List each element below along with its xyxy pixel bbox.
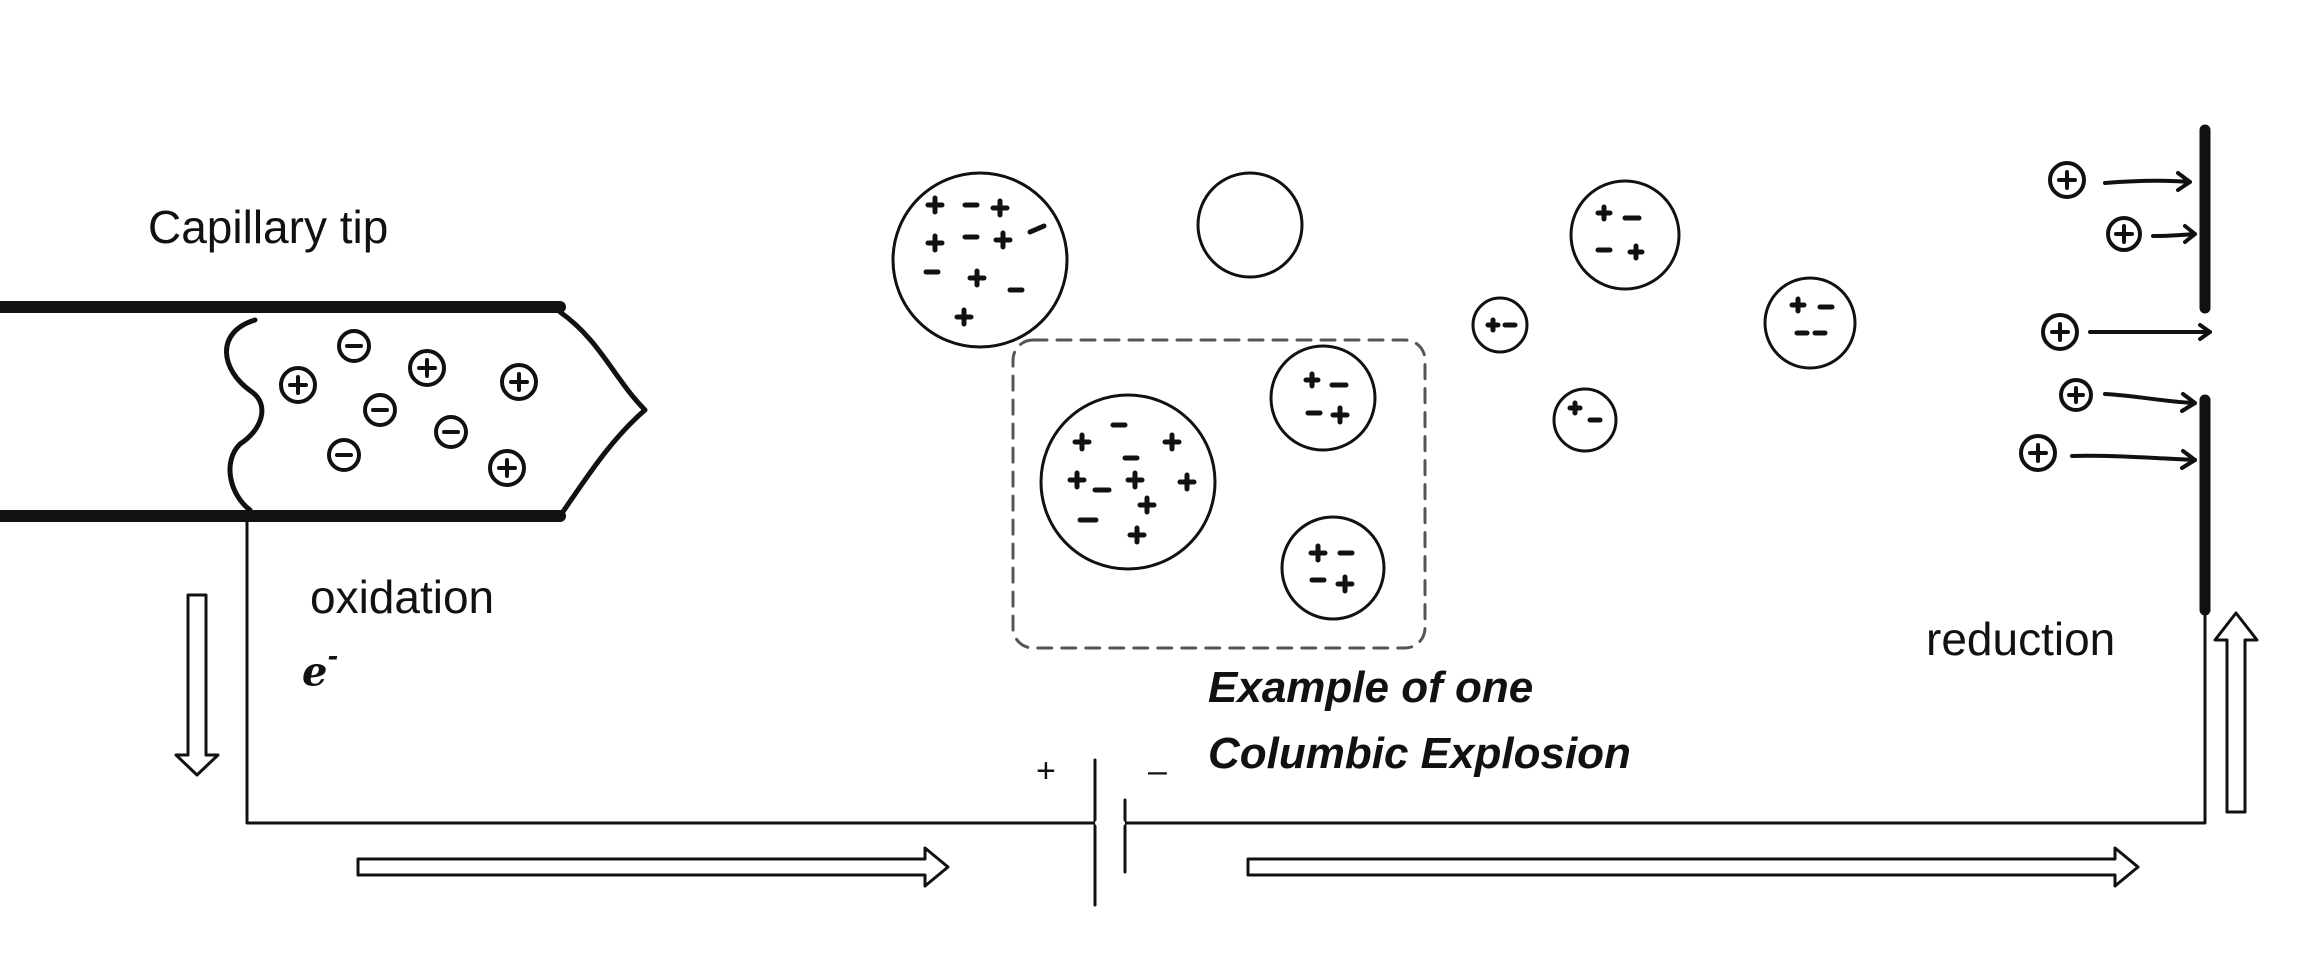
current-arrow-right-2 bbox=[1246, 846, 2140, 888]
liquid-left-boundary bbox=[224, 317, 265, 513]
battery-negative-label: – bbox=[1148, 752, 1167, 790]
droplet-3 bbox=[1763, 276, 1857, 370]
droplet-large-2 bbox=[1039, 393, 1217, 571]
ion-arrow bbox=[2070, 449, 2197, 470]
droplet-4 bbox=[1269, 344, 1377, 452]
droplets bbox=[891, 171, 1857, 621]
ion-arrow bbox=[2151, 224, 2197, 244]
cation bbox=[2059, 378, 2093, 412]
anion bbox=[363, 393, 397, 427]
ion-arrow bbox=[2088, 323, 2212, 341]
capillary-tip-label: Capillary tip bbox=[148, 201, 389, 253]
plus-sign bbox=[509, 372, 529, 392]
reduction-label: reduction bbox=[1926, 613, 2116, 665]
cation bbox=[408, 349, 446, 387]
capillary-ions bbox=[279, 329, 538, 487]
caption-line-2: Columbic Explosion bbox=[1208, 729, 1631, 778]
cation bbox=[500, 363, 538, 401]
plus-sign bbox=[288, 375, 308, 395]
battery-positive-label: + bbox=[1036, 752, 1056, 790]
anion bbox=[337, 329, 371, 363]
cation bbox=[2106, 216, 2142, 252]
caption-line-1: Example of one bbox=[1208, 663, 1534, 712]
ion-arrow bbox=[2103, 171, 2192, 192]
anion bbox=[434, 415, 468, 449]
droplet-small-1 bbox=[1471, 296, 1529, 354]
droplet-2 bbox=[1569, 179, 1681, 291]
columbic-explosion-box bbox=[1011, 338, 1427, 650]
anion bbox=[327, 438, 361, 472]
cation bbox=[2048, 161, 2086, 199]
droplet-empty bbox=[1196, 171, 1304, 279]
taylor-cone bbox=[557, 309, 648, 519]
plus-sign bbox=[417, 358, 437, 378]
droplet-small-2 bbox=[1552, 387, 1618, 453]
cation bbox=[2041, 313, 2079, 351]
droplet-5 bbox=[1280, 515, 1386, 621]
electron-symbol: e bbox=[302, 648, 328, 696]
cation bbox=[488, 449, 526, 487]
oxidation-label: oxidation bbox=[310, 571, 495, 623]
droplet-charges bbox=[923, 195, 1835, 594]
ion-arrow bbox=[2103, 392, 2197, 413]
current-arrow-right-1 bbox=[356, 846, 950, 888]
cation bbox=[279, 366, 317, 404]
cation bbox=[2019, 434, 2057, 472]
electron-label: e- bbox=[302, 642, 338, 696]
circuit-wire bbox=[245, 514, 2207, 825]
droplet-large-1 bbox=[891, 171, 1069, 349]
columbic-explosion-caption: Example of one Columbic Explosion bbox=[1208, 655, 1631, 787]
current-arrow-down bbox=[174, 593, 220, 777]
electron-charge: - bbox=[327, 642, 339, 672]
plus-sign bbox=[497, 458, 517, 478]
current-arrow-up bbox=[2213, 611, 2259, 814]
gas-phase-ions bbox=[2019, 161, 2212, 472]
